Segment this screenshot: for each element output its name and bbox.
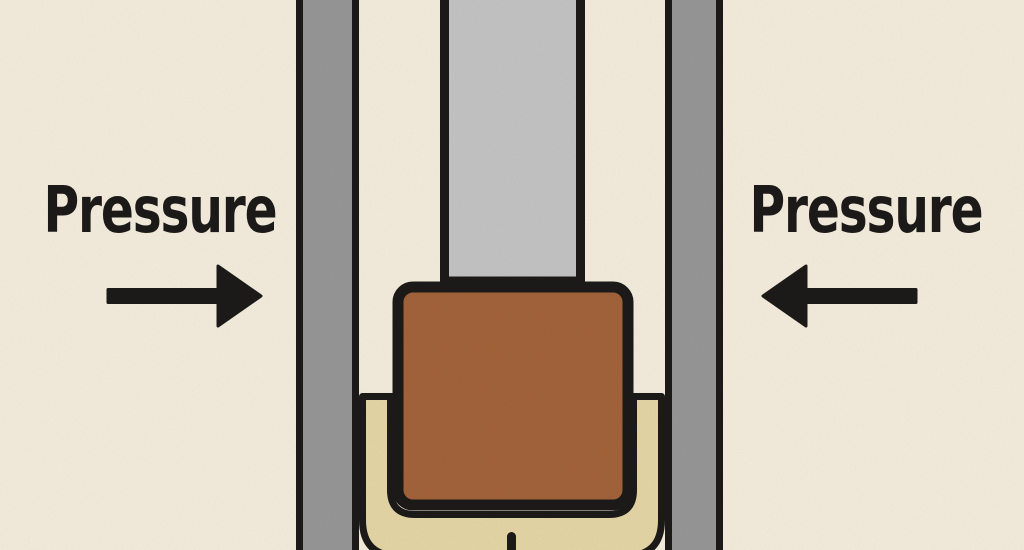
press-diagram: Pressure Pressure (0, 0, 1024, 550)
press-diagram-canvas: Pressure Pressure (0, 0, 1024, 550)
grain-texture (0, 0, 1024, 550)
